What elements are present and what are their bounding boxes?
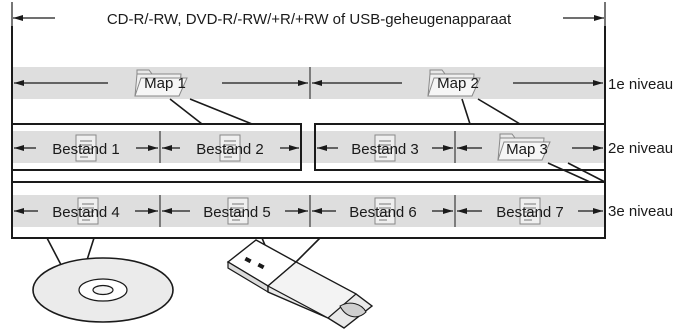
level-2-label: 2e niveau xyxy=(608,140,673,157)
file-bestand-3-label: Bestand 3 xyxy=(351,141,419,158)
map-1-callout xyxy=(169,98,203,125)
usb-stick-icon xyxy=(226,239,374,329)
file-bestand-6: Bestand 6 xyxy=(349,197,417,225)
level-3-band xyxy=(11,181,606,239)
map-2-callout xyxy=(461,98,471,125)
folder-map-3-label: Map 3 xyxy=(506,141,548,158)
folder-map-2-label: Map 2 xyxy=(437,75,479,92)
file-bestand-1: Bestand 1 xyxy=(52,134,120,162)
level-1-label: 1e niveau xyxy=(608,76,673,93)
file-bestand-1-label: Bestand 1 xyxy=(52,141,120,158)
file-bestand-3: Bestand 3 xyxy=(351,134,419,162)
folder-map-2: Map 2 xyxy=(427,69,481,97)
map-3-callout xyxy=(547,162,591,183)
file-bestand-5-label: Bestand 5 xyxy=(203,204,271,221)
header-label: CD-R/-RW, DVD-R/-RW/+R/+RW of USB-geheug… xyxy=(107,11,512,28)
level-3-label: 3e niveau xyxy=(608,203,673,220)
file-bestand-7-label: Bestand 7 xyxy=(496,204,564,221)
header-span: CD-R/-RW, DVD-R/-RW/+R/+RW of USB-geheug… xyxy=(11,2,606,28)
level-1-band xyxy=(12,67,605,99)
folder-map-3: Map 3 xyxy=(497,133,551,161)
folder-map-1-label: Map 1 xyxy=(144,75,186,92)
cd-disc-icon xyxy=(32,257,174,323)
file-bestand-7: Bestand 7 xyxy=(496,197,564,225)
file-bestand-5: Bestand 5 xyxy=(203,197,271,225)
file-bestand-2-label: Bestand 2 xyxy=(196,141,264,158)
folder-map-1: Map 1 xyxy=(134,69,188,97)
file-bestand-4-label: Bestand 4 xyxy=(52,204,120,221)
file-bestand-2: Bestand 2 xyxy=(196,134,264,162)
file-bestand-4: Bestand 4 xyxy=(52,197,120,225)
file-bestand-6-label: Bestand 6 xyxy=(349,204,417,221)
